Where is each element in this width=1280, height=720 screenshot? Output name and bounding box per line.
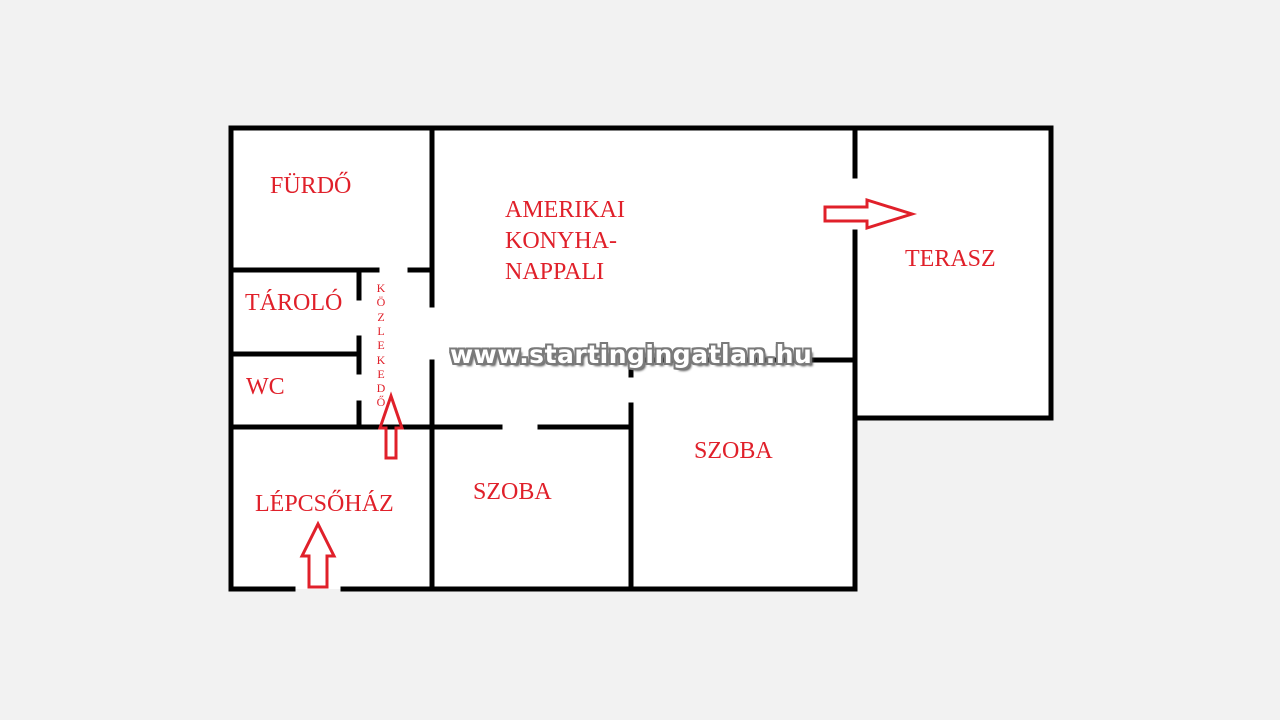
arrow-up-entrance [299,520,337,589]
watermark: www.startingingatlan.hu [450,340,813,369]
corridor-letter: Z [377,309,385,324]
corridor-letter: K [376,352,386,367]
room-label-tarolo: TÁROLÓ [245,290,343,316]
corridor-letter: L [377,323,385,338]
terrace-fill [855,128,1051,418]
corridor-letter: Ő [376,395,386,410]
room-label-szoba-1: SZOBA [473,479,552,505]
room-label-lepcsohaz: LÉPCSŐHÁZ [255,491,394,517]
corridor-letter: Ö [376,295,386,310]
room-label-szoba-2: SZOBA [694,438,773,464]
room-label-amerikai-konyha-nappali: AMERIKAI KONYHA- NAPPALI [505,197,625,285]
corridor-letter: E [377,366,385,381]
corridor-letter: D [376,381,386,396]
corridor-letter: K [376,281,386,295]
arrow-right-terrace [823,197,918,231]
arrow-up-corridor [377,391,405,460]
corridor-letter: E [377,338,385,353]
room-label-wc: WC [246,374,285,400]
room-label-furdo: FÜRDŐ [270,173,352,199]
room-label-terasz: TERASZ [905,246,996,272]
